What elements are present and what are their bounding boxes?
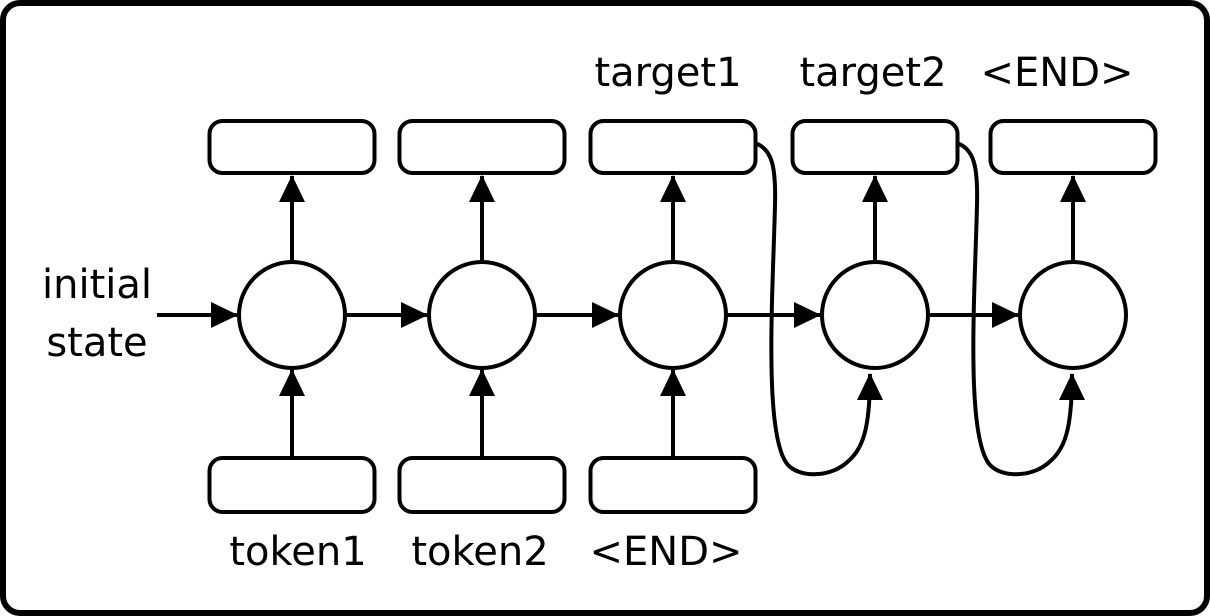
initial-state-label-line2: state	[46, 320, 147, 366]
output-box-2	[397, 119, 567, 175]
input-label-end: <END>	[589, 529, 742, 575]
input-label-token1: token1	[229, 529, 366, 575]
output-box-4	[790, 119, 960, 175]
rnn-cell-4	[820, 260, 930, 370]
input-box-3	[588, 456, 758, 514]
output-label-end: <END>	[980, 50, 1133, 96]
feedback-arrow-output4-to-cell5	[956, 141, 1085, 477]
input-box-2	[397, 456, 567, 514]
rnn-cell-3	[618, 260, 728, 370]
rnn-cell-5	[1018, 260, 1128, 370]
output-box-1	[207, 119, 377, 175]
output-box-5	[988, 119, 1158, 175]
output-label-target1: target1	[594, 50, 741, 96]
input-box-1	[207, 456, 377, 514]
output-box-3	[588, 119, 758, 175]
input-label-token2: token2	[411, 529, 548, 575]
rnn-cell-2	[427, 260, 537, 370]
initial-state-label-line1: initial	[42, 262, 152, 308]
output-label-target2: target2	[799, 50, 946, 96]
feedback-arrow-output3-to-cell4	[754, 141, 883, 477]
rnn-cell-1	[237, 260, 347, 370]
